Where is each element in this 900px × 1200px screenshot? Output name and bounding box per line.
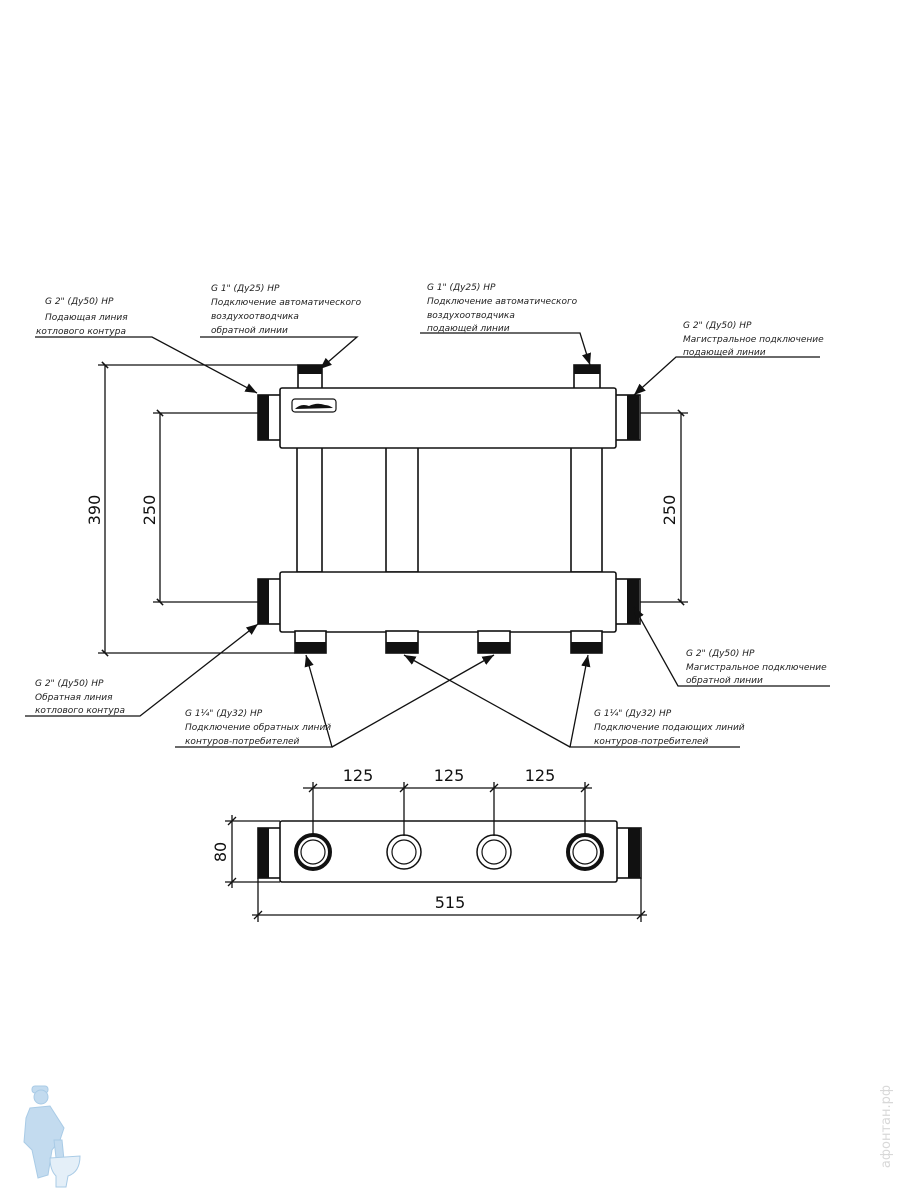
svg-text:обратной линии: обратной линии — [686, 676, 763, 686]
svg-text:контуров-потребителей: контуров-потребителей — [594, 737, 709, 747]
svg-text:G 2" (Ду50) НР: G 2" (Ду50) НР — [35, 679, 104, 689]
svg-text:котлового контура: котлового контура — [36, 327, 126, 337]
svg-text:G 1" (Ду25) НР: G 1" (Ду25) НР — [427, 283, 496, 293]
top-view-dimensions — [225, 782, 647, 922]
svg-text:подающей линии: подающей линии — [683, 348, 766, 358]
svg-text:Подающая линия: Подающая линия — [45, 313, 128, 323]
callout-boiler-return: G 2" (Ду50) НР Обратная линия котлового … — [35, 679, 125, 716]
svg-text:подающей линии: подающей линии — [427, 324, 510, 334]
svg-text:воздухоотводчика: воздухоотводчика — [427, 311, 515, 321]
dim-spacing-left: 250 — [140, 495, 159, 526]
svg-text:контуров-потребителей: контуров-потребителей — [185, 737, 300, 747]
svg-text:Магистральное подключение: Магистральное подключение — [686, 663, 827, 673]
svg-text:обратной линии: обратной линии — [211, 326, 288, 336]
callout-main-return: G 2" (Ду50) НР Магистральное подключение… — [686, 649, 827, 686]
dim-pitch-2: 125 — [434, 766, 465, 785]
watermark: афонтан.рф — [879, 1085, 894, 1169]
callout-boiler-supply: G 2" (Ду50) НР Подающая линия котлового … — [36, 297, 128, 337]
return-header — [279, 571, 617, 633]
svg-text:G 1¼" (Ду32) НР: G 1¼" (Ду32) НР — [594, 709, 672, 719]
callout-consumer-return: G 1¼" (Ду32) НР Подключение обратных лин… — [185, 709, 331, 747]
front-dimensions — [98, 361, 688, 657]
svg-text:G 2" (Ду50) НР: G 2" (Ду50) НР — [45, 297, 114, 307]
svg-text:Магистральное подключение: Магистральное подключение — [683, 335, 824, 345]
svg-text:Подключение автоматического: Подключение автоматического — [211, 298, 362, 308]
supply-header — [279, 387, 617, 449]
dim-pitch-1: 125 — [343, 766, 374, 785]
plumber-logo-icon — [23, 1085, 81, 1188]
dim-length: 515 — [435, 893, 466, 912]
callout-air-vent-return: G 1" (Ду25) НР Подключение автоматическо… — [211, 284, 362, 336]
callout-air-vent-supply: G 1" (Ду25) НР Подключение автоматическо… — [427, 283, 578, 334]
svg-text:Подключение автоматического: Подключение автоматического — [427, 297, 578, 307]
dim-spacing-right: 250 — [660, 495, 679, 526]
consumer-ports — [294, 630, 603, 654]
svg-text:G 2" (Ду50) НР: G 2" (Ду50) НР — [683, 321, 752, 331]
front-view — [257, 364, 641, 654]
dim-height-total: 390 — [85, 495, 104, 526]
callout-consumer-supply: G 1¼" (Ду32) НР Подключение подающих лин… — [594, 709, 745, 747]
dim-depth: 80 — [211, 842, 230, 862]
svg-text:котлового контура: котлового контура — [35, 706, 125, 716]
svg-text:G 1" (Ду25) НР: G 1" (Ду25) НР — [211, 284, 280, 294]
callout-main-supply: G 2" (Ду50) НР Магистральное подключение… — [683, 321, 824, 358]
dim-pitch-3: 125 — [525, 766, 556, 785]
svg-text:Обратная линия: Обратная линия — [35, 693, 113, 703]
svg-text:G 2" (Ду50) НР: G 2" (Ду50) НР — [686, 649, 755, 659]
svg-text:Подключение обратных линий: Подключение обратных линий — [185, 723, 331, 733]
svg-text:Подключение подающих линий: Подключение подающих линий — [594, 723, 745, 733]
leader-lines — [25, 332, 830, 748]
svg-text:G 1¼" (Ду32) НР: G 1¼" (Ду32) НР — [185, 709, 263, 719]
top-view — [257, 820, 642, 883]
svg-text:воздухоотводчика: воздухоотводчика — [211, 312, 299, 322]
